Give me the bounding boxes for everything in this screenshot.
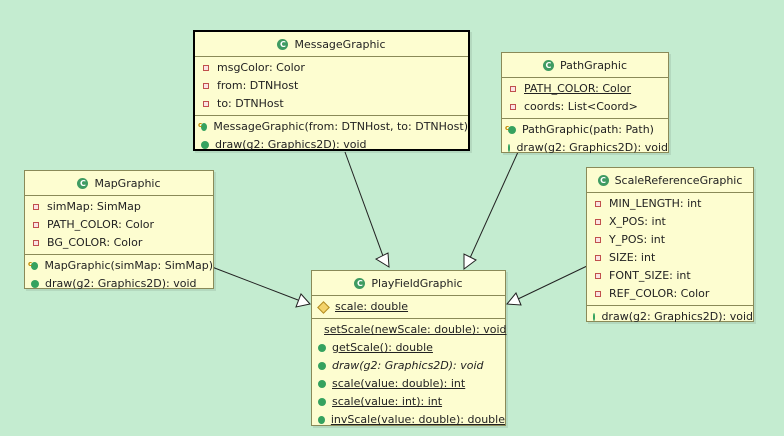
public-method-icon [318, 344, 326, 352]
method-row[interactable]: draw(g2: Graphics2D): void [25, 275, 213, 293]
method-row[interactable]: draw(g2: Graphics2D): void [587, 308, 753, 326]
private-field-icon [595, 291, 601, 297]
public-method-icon [318, 362, 326, 370]
edge-messagegraphic-to-playfieldgraphic [344, 151, 384, 257]
class-name: PathGraphic [559, 58, 627, 72]
method-row[interactable]: invScale(value: double): double [312, 411, 505, 429]
private-field-icon [595, 237, 601, 243]
class-icon: C [77, 177, 89, 189]
method-row[interactable]: MapGraphic(simMap: SimMap) [25, 255, 213, 275]
method-row[interactable]: draw(g2: Graphics2D): void [195, 136, 468, 154]
field-row[interactable]: from: DTNHost [195, 77, 468, 95]
private-field-icon [510, 86, 516, 92]
edge-scalereference-to-playfieldgraphic [517, 265, 588, 300]
private-field-icon [33, 240, 39, 246]
fields-section: MIN_LENGTH: int X_POS: int Y_POS: int SI… [587, 193, 753, 305]
class-box-playfieldgraphic[interactable]: C PlayFieldGraphic scale: double setScal… [311, 270, 507, 426]
field-row[interactable]: scale: double [312, 298, 505, 316]
methods-section: MapGraphic(simMap: SimMap) draw(g2: Grap… [25, 254, 213, 295]
private-field-icon [595, 255, 601, 261]
constructor-icon [198, 116, 208, 134]
field-row[interactable]: to: DTNHost [195, 95, 468, 113]
field-row[interactable]: Y_POS: int [587, 231, 753, 249]
arrowhead-pathgraphic [463, 253, 477, 270]
class-icon: C [542, 59, 554, 71]
edge-mapgraphic-to-playfieldgraphic [211, 266, 299, 301]
method-row[interactable]: draw(g2: Graphics2D): void [502, 139, 668, 157]
class-name: MapGraphic [94, 176, 161, 190]
public-method-icon [508, 144, 511, 152]
method-row[interactable]: draw(g2: Graphics2D): void [312, 357, 505, 375]
constructor-icon [505, 119, 516, 137]
field-row[interactable]: PATH_COLOR: Color [502, 80, 668, 98]
class-title: C PathGraphic [502, 53, 668, 78]
class-box-messagegraphic[interactable]: C MessageGraphic msgColor: Color from: D… [193, 30, 470, 151]
method-row[interactable]: MessageGraphic(from: DTNHost, to: DTNHos… [195, 116, 468, 136]
class-box-pathgraphic[interactable]: C PathGraphic PATH_COLOR: Color coords: … [501, 52, 669, 154]
public-method-icon [318, 416, 325, 424]
class-box-scalereferencegraphic[interactable]: C ScaleReferenceGraphic MIN_LENGTH: int … [586, 167, 754, 323]
public-method-icon [318, 380, 326, 388]
class-icon: C [354, 277, 366, 289]
private-field-icon [203, 83, 209, 89]
edge-pathgraphic-to-playfieldgraphic [469, 151, 519, 259]
field-row[interactable]: PATH_COLOR: Color [25, 216, 213, 234]
arrowhead-scalereference [506, 292, 522, 306]
methods-section: setScale(newScale: double): void getScal… [312, 318, 507, 431]
method-row[interactable]: getScale(): double [312, 339, 505, 357]
public-method-icon [31, 280, 39, 288]
class-box-mapgraphic[interactable]: C MapGraphic simMap: SimMap PATH_COLOR: … [24, 170, 214, 290]
field-row[interactable]: simMap: SimMap [25, 198, 213, 216]
arrowhead-mapgraphic [295, 293, 311, 308]
private-field-icon [33, 222, 39, 228]
field-row[interactable]: SIZE: int [587, 249, 753, 267]
private-field-icon [595, 201, 601, 207]
class-name: PlayFieldGraphic [371, 276, 463, 290]
arrowhead-messagegraphic [374, 252, 390, 268]
method-row[interactable]: scale(value: int): int [312, 393, 505, 411]
private-field-icon [203, 65, 209, 71]
field-row[interactable]: FONT_SIZE: int [587, 267, 753, 285]
private-field-icon [33, 204, 39, 210]
public-method-icon [201, 141, 209, 149]
method-row[interactable]: PathGraphic(path: Path) [502, 119, 668, 139]
fields-section: PATH_COLOR: Color coords: List<Coord> [502, 78, 668, 118]
class-title: C PlayFieldGraphic [312, 271, 505, 296]
field-row[interactable]: BG_COLOR: Color [25, 234, 213, 252]
class-name: MessageGraphic [294, 37, 386, 51]
fields-section: simMap: SimMap PATH_COLOR: Color BG_COLO… [25, 196, 213, 254]
fields-section: msgColor: Color from: DTNHost to: DTNHos… [195, 57, 468, 115]
methods-section: MessageGraphic(from: DTNHost, to: DTNHos… [195, 115, 468, 156]
class-icon: C [597, 174, 609, 186]
private-field-icon [595, 273, 601, 279]
constructor-icon [28, 255, 39, 273]
method-row[interactable]: scale(value: double): int [312, 375, 505, 393]
fields-section: scale: double [312, 296, 505, 318]
class-title: C MessageGraphic [195, 32, 468, 57]
private-field-icon [510, 104, 516, 110]
field-row[interactable]: REF_COLOR: Color [587, 285, 753, 303]
field-row[interactable]: X_POS: int [587, 213, 753, 231]
field-row[interactable]: msgColor: Color [195, 59, 468, 77]
protected-field-icon [317, 300, 330, 314]
public-method-icon [318, 398, 326, 406]
field-row[interactable]: MIN_LENGTH: int [587, 195, 753, 213]
methods-section: draw(g2: Graphics2D): void [587, 305, 753, 328]
class-title: C MapGraphic [25, 171, 213, 196]
class-icon: C [277, 38, 289, 50]
method-row[interactable]: setScale(newScale: double): void [324, 323, 507, 336]
public-method-icon [593, 313, 596, 321]
private-field-icon [203, 101, 209, 107]
class-name: ScaleReferenceGraphic [614, 173, 743, 187]
methods-section: PathGraphic(path: Path) draw(g2: Graphic… [502, 118, 668, 159]
private-field-icon [595, 219, 601, 225]
class-title: C ScaleReferenceGraphic [587, 168, 753, 193]
field-row[interactable]: coords: List<Coord> [502, 98, 668, 116]
